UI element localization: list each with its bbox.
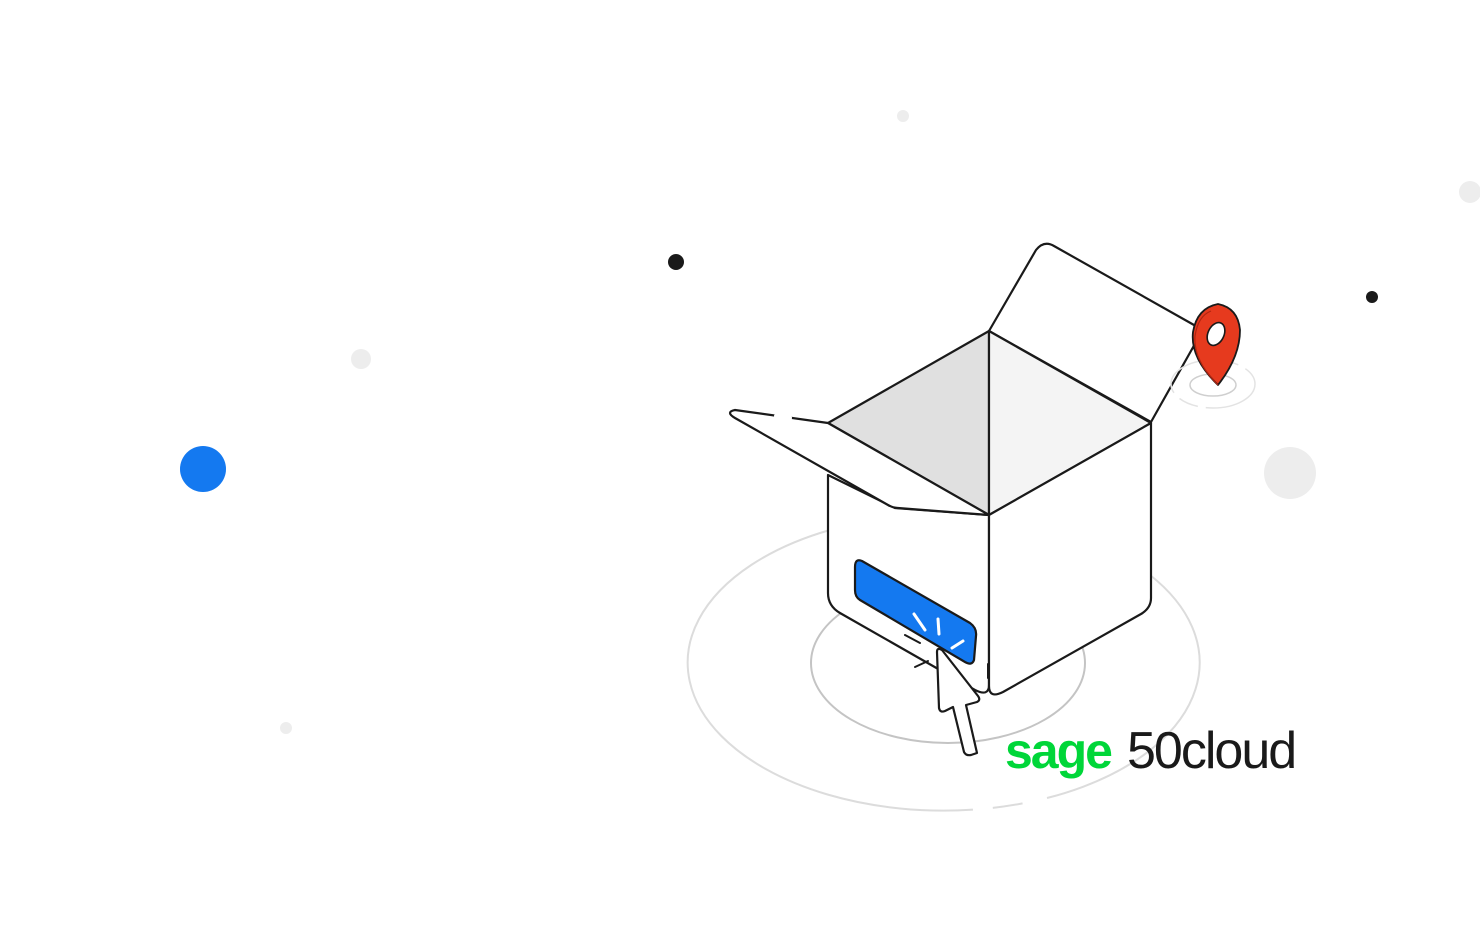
decor-dot-gray	[1459, 181, 1480, 203]
logo-product: 50cloud	[1127, 722, 1295, 780]
sage-50cloud-logo: sage 50cloud	[1005, 722, 1297, 780]
decor-dot-gray	[897, 110, 909, 122]
logo-brand: sage	[1005, 723, 1112, 779]
decor-dot-gray	[1264, 447, 1316, 499]
mouse-pointer-icon	[935, 647, 981, 757]
decor-dot-blue	[180, 446, 226, 492]
open-box-icon	[728, 242, 1200, 696]
location-pin-icon	[1170, 303, 1256, 409]
decor-dot-black	[668, 254, 684, 270]
decor-dot-gray	[280, 722, 292, 734]
decor-dot-black	[1366, 291, 1378, 303]
decor-dot-gray	[351, 349, 371, 369]
blue-button-icon	[853, 559, 989, 679]
